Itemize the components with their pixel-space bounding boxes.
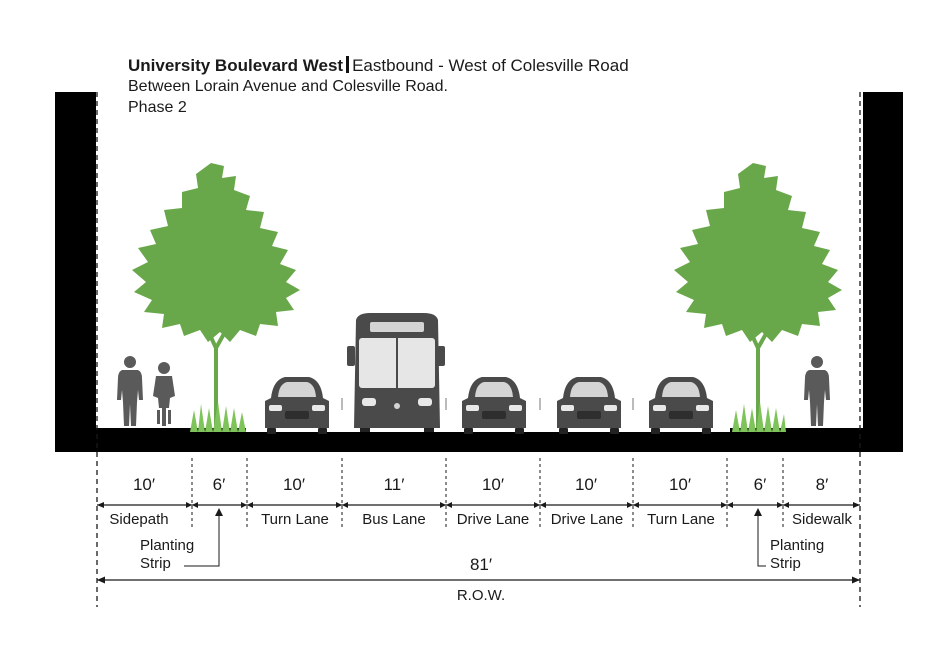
label-turn-lane-right: Turn Lane: [647, 511, 715, 528]
car-icon: [649, 377, 713, 434]
width-turn-lane-left: 10′: [283, 475, 305, 494]
right-wall: [863, 92, 903, 452]
width-sidepath: 10′: [133, 475, 155, 494]
grass-icon: [732, 402, 786, 432]
ground-line: [55, 432, 903, 452]
label-bus-lane: Bus Lane: [362, 511, 425, 528]
pedestrian-icon: [117, 356, 143, 426]
row-arrow-left: [97, 576, 105, 584]
planting-right-arrow: [754, 508, 762, 516]
bus-icon: [347, 313, 445, 432]
segment-text: Between Lorain Avenue and Colesville Roa…: [128, 78, 448, 95]
width-bus-lane: 11′: [384, 475, 405, 494]
label-planting-right-2: Strip: [770, 555, 801, 572]
width-planting-left: 6′: [213, 475, 226, 494]
cyclist-icon: [153, 362, 175, 426]
planting-left-leader: [184, 510, 220, 567]
label-sidepath: Sidepath: [109, 511, 168, 528]
direction-text: Eastbound - West of Colesville Road: [352, 56, 629, 75]
row-label: R.O.W.: [457, 587, 505, 604]
phase-text: Phase 2: [128, 99, 187, 116]
label-sidewalk: Sidewalk: [792, 511, 853, 528]
planting-left-arrow: [215, 508, 223, 516]
label-drive-lane-1: Drive Lane: [457, 511, 530, 528]
width-drive-lane-1: 10′: [482, 475, 504, 494]
car-icon: [557, 377, 621, 434]
dimension-arrows: [97, 502, 860, 508]
left-curb: [96, 428, 246, 434]
row-arrow-right: [852, 576, 860, 584]
left-wall: [55, 92, 96, 452]
width-turn-lane-right: 10′: [669, 475, 691, 494]
title-block: University Boulevard West Eastbound - Wes…: [128, 55, 629, 118]
width-sidewalk: 8′: [816, 475, 829, 494]
label-drive-lane-2: Drive Lane: [551, 511, 624, 528]
pedestrian-icon: [804, 356, 830, 426]
planting-right-leader: [757, 510, 766, 567]
title-line: University Boulevard West Eastbound - Wes…: [128, 55, 629, 76]
label-planting-left-2: Strip: [140, 555, 171, 572]
car-icon: [265, 377, 329, 434]
label-turn-lane-left: Turn Lane: [261, 511, 329, 528]
width-planting-right: 6′: [754, 475, 767, 494]
road-name: University Boulevard West: [128, 56, 344, 75]
lane-stripes: [341, 398, 634, 410]
width-drive-lane-2: 10′: [575, 475, 597, 494]
right-curb: [730, 428, 863, 434]
dimension-ticks: [191, 458, 784, 530]
title-separator: [346, 56, 350, 73]
row-width: 81′: [470, 555, 492, 574]
car-icon: [462, 377, 526, 434]
label-planting-left-1: Planting: [140, 537, 194, 554]
grass-icon: [190, 402, 246, 432]
label-planting-right-1: Planting: [770, 537, 824, 554]
